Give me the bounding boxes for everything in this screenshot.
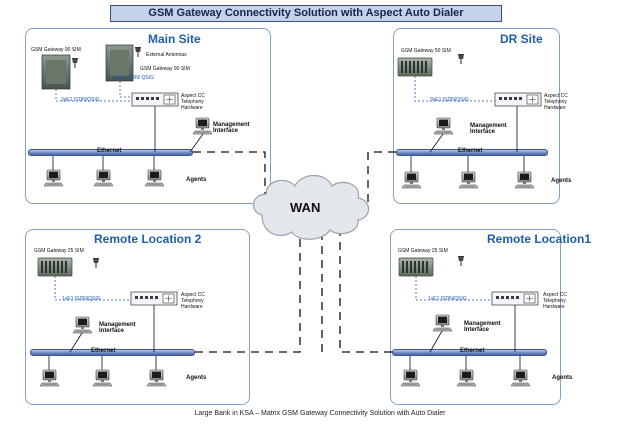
main-agents-label: Agents xyxy=(186,177,207,183)
remote2-aspect-label: Aspect CC Telephony Hardware xyxy=(181,292,205,310)
main-site-title: Main Site xyxy=(148,32,201,46)
remote-location-2-box xyxy=(25,229,250,405)
dr-e1-label: 3xE1 ISDN/QSIG xyxy=(430,97,469,103)
main-management-label: Management Interface xyxy=(213,122,250,134)
ethernet-label-main: Ethernet xyxy=(97,148,122,154)
remote2-management-label: Management Interface xyxy=(99,322,136,334)
remote1-e1-label: 1xE1 ISDN/QSIG xyxy=(428,296,467,302)
remote1-gateway-label: GSM Gateway 25 SIM xyxy=(398,248,448,254)
remote-location-2-title: Remote Location 2 xyxy=(94,232,202,246)
main-e1-label-left: 3xE1 ISDN/QSIG xyxy=(61,97,100,103)
cloud-icon xyxy=(252,174,370,240)
main-site-box xyxy=(25,28,271,204)
dr-site-title: DR Site xyxy=(500,32,543,46)
main-external-antennas-label: External Antennas xyxy=(146,52,187,58)
wan-label: WAN xyxy=(290,200,321,215)
remote1-aspect-label: Aspect CC Telephony Hardware xyxy=(543,292,567,310)
dr-site-box xyxy=(393,28,560,204)
ethernet-bar-remote1 xyxy=(392,349,547,356)
ethernet-label-dr: Ethernet xyxy=(458,148,483,154)
main-gateway-2-label: GSM Gateway 90 SIM xyxy=(140,66,190,72)
remote2-agents-label: Agents xyxy=(186,375,207,381)
main-gateway-1-label: GSM Gateway 90 SIM xyxy=(31,47,81,53)
remote-location-1-box xyxy=(390,229,561,405)
ethernet-bar-dr xyxy=(396,149,548,156)
dr-management-label: Management Interface xyxy=(470,123,507,135)
ethernet-bar-remote2 xyxy=(30,349,195,356)
remote2-gateway-label: GSM Gateway 25 SIM xyxy=(34,248,84,254)
main-aspect-label: Aspect CC Telephony Hardware xyxy=(181,93,205,111)
remote1-agents-label: Agents xyxy=(552,375,573,381)
diagram-title: GSM Gateway Connectivity Solution with A… xyxy=(110,5,502,22)
main-e1-label-right: 3xE1 ISDN/ QSIG xyxy=(114,75,155,81)
remote2-e1-label: 1xE1 ISDN/QSIG xyxy=(62,296,101,302)
dr-aspect-label: Aspect CC Telephony Hardware xyxy=(544,93,568,111)
ethernet-bar-main xyxy=(28,149,193,156)
remote-location-1-title: Remote Location1 xyxy=(487,232,592,246)
dr-agents-label: Agents xyxy=(551,178,572,184)
ethernet-label-remote2: Ethernet xyxy=(91,348,116,354)
diagram-caption: Large Bank in KSA – Matrix GSM Gateway C… xyxy=(194,410,446,417)
ethernet-label-remote1: Ethernet xyxy=(460,348,485,354)
remote1-management-label: Management Interface xyxy=(464,321,501,333)
dr-gateway-label: GSM Gateway 50 SIM xyxy=(401,48,451,54)
